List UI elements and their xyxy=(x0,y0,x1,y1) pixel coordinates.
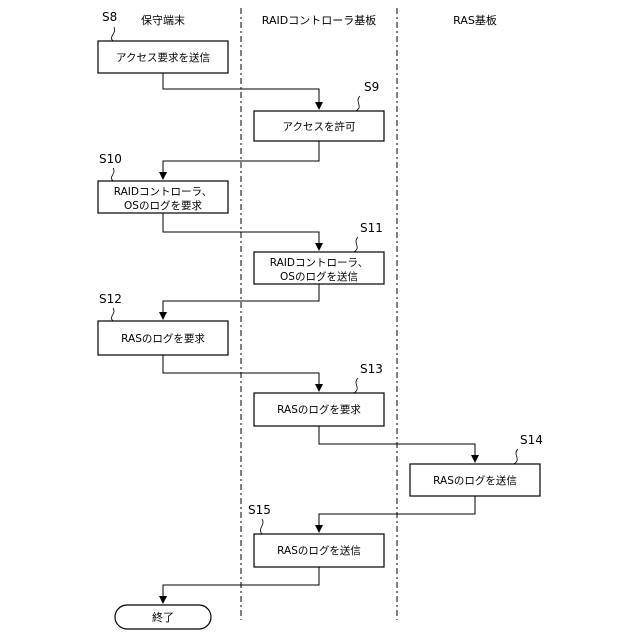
leader-s15 xyxy=(260,519,263,534)
lane-title-raid-controller-board: RAIDコントローラ基板 xyxy=(262,13,376,27)
step-label-s8: S8 xyxy=(102,10,117,24)
leader-s9 xyxy=(356,96,360,111)
step-label-s15: S15 xyxy=(248,503,271,517)
step-text-s10-line2: OSのログを要求 xyxy=(124,199,202,212)
lane-title-ras-board: RAS基板 xyxy=(453,13,497,27)
step-label-s13: S13 xyxy=(360,362,383,376)
leader-s10 xyxy=(111,168,114,181)
step-label-s10: S10 xyxy=(99,152,122,166)
end-terminator-label: 終了 xyxy=(152,610,174,624)
leader-s11 xyxy=(354,237,358,252)
step-text-s13: RASのログを要求 xyxy=(277,403,361,416)
step-text-s8: アクセス要求を送信 xyxy=(116,51,210,64)
step-text-s15: RASのログを送信 xyxy=(277,544,361,557)
step-text-s12: RASのログを要求 xyxy=(121,332,205,345)
step-text-s11-line1: RAIDコントローラ、 xyxy=(270,257,369,269)
step-label-s14: S14 xyxy=(520,433,543,447)
step-text-s10-line1: RAIDコントローラ、 xyxy=(114,186,213,198)
leader-s14 xyxy=(514,449,518,464)
step-label-s11: S11 xyxy=(360,221,383,235)
arrow-s9-to-s10 xyxy=(163,141,319,179)
leader-s13 xyxy=(354,378,358,393)
step-s11: S11 RAIDコントローラ、 OSのログを送信 xyxy=(254,221,384,284)
step-label-s9: S9 xyxy=(364,80,379,94)
step-s14: S14 RASのログを送信 xyxy=(410,433,543,496)
step-text-s9: アクセスを許可 xyxy=(283,120,356,133)
step-s15: S15 RASのログを送信 xyxy=(248,503,384,567)
step-text-s14: RASのログを送信 xyxy=(433,474,517,487)
leader-s12 xyxy=(111,308,114,321)
step-label-s12: S12 xyxy=(99,292,122,306)
step-text-s11-line2: OSのログを送信 xyxy=(280,270,358,283)
leader-s8 xyxy=(111,27,114,41)
step-s13: S13 RASのログを要求 xyxy=(254,362,384,426)
end-terminator: 終了 xyxy=(115,605,211,629)
lane-title-maintenance-terminal: 保守端末 xyxy=(141,13,185,27)
